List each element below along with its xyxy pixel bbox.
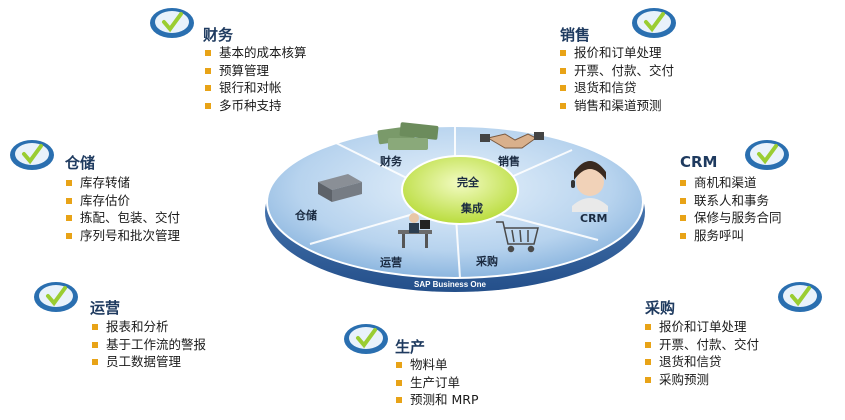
list-item: 开票、付款、交付 bbox=[645, 336, 759, 354]
center-line1: 完全 bbox=[457, 175, 480, 189]
list-item: 序列号和批次管理 bbox=[66, 227, 180, 245]
warehouse-building-icon bbox=[318, 174, 362, 202]
segment-label-purchasing: 采购 bbox=[475, 254, 498, 268]
list-item: 退货和信贷 bbox=[560, 79, 674, 97]
list-item: 联系人和事务 bbox=[680, 192, 782, 210]
list-item: 预测和 MRP bbox=[396, 391, 478, 409]
center-line2: 集成 bbox=[460, 201, 483, 215]
check-badge-icon bbox=[10, 140, 54, 170]
list-item: 报价和订单处理 bbox=[645, 318, 759, 336]
list-item: 银行和对帐 bbox=[205, 79, 307, 97]
list-item: 销售和渠道预测 bbox=[560, 97, 674, 115]
segment-label-operations: 运营 bbox=[380, 255, 402, 269]
shopping-cart-icon bbox=[496, 221, 539, 253]
list-item: 生产订单 bbox=[396, 374, 478, 392]
module-feature-list: 商机和渠道 联系人和事务 保修与服务合同 服务呼叫 bbox=[680, 174, 782, 244]
list-item: 基于工作流的警报 bbox=[92, 336, 206, 354]
list-item: 库存估价 bbox=[66, 192, 180, 210]
check-badge-icon bbox=[745, 140, 789, 170]
check-badge-icon bbox=[632, 8, 676, 38]
module-title: 财务 bbox=[203, 26, 234, 44]
module-feature-list: 库存转储 库存估价 拣配、包装、交付 序列号和批次管理 bbox=[66, 174, 180, 244]
list-item: 库存转储 bbox=[66, 174, 180, 192]
module-title: 仓储 bbox=[65, 154, 96, 172]
check-badge-icon bbox=[778, 282, 822, 312]
list-item: 基本的成本核算 bbox=[205, 44, 307, 62]
list-item: 保修与服务合同 bbox=[680, 209, 782, 227]
module-feature-list: 报价和订单处理 开票、付款、交付 退货和信贷 销售和渠道预测 bbox=[560, 44, 674, 114]
center-hub bbox=[401, 155, 519, 225]
module-title: 销售 bbox=[560, 26, 591, 44]
money-stack-icon bbox=[377, 122, 439, 150]
headset-agent-icon bbox=[571, 161, 608, 212]
module-feature-list: 物料单 生产订单 预测和 MRP bbox=[396, 356, 478, 409]
list-item: 商机和渠道 bbox=[680, 174, 782, 192]
segment-label-sales: 销售 bbox=[498, 154, 520, 168]
list-item: 报表和分析 bbox=[92, 318, 206, 336]
module-feature-list: 报表和分析 基于工作流的警报 员工数据管理 bbox=[92, 318, 206, 371]
list-item: 员工数据管理 bbox=[92, 353, 206, 371]
segment-label-finance: 财务 bbox=[379, 154, 403, 168]
segment-label-crm: CRM bbox=[580, 212, 608, 225]
module-feature-list: 报价和订单处理 开票、付款、交付 退货和信贷 采购预测 bbox=[645, 318, 759, 388]
ring-text: SAP Business One bbox=[414, 280, 486, 289]
list-item: 采购预测 bbox=[645, 371, 759, 389]
module-title: 采购 bbox=[645, 299, 676, 317]
list-item: 报价和订单处理 bbox=[560, 44, 674, 62]
module-title: 生产 bbox=[395, 338, 426, 356]
list-item: 物料单 bbox=[396, 356, 478, 374]
segment-label-warehouse: 仓储 bbox=[294, 208, 317, 222]
module-title: 运营 bbox=[90, 299, 121, 317]
list-item: 拣配、包装、交付 bbox=[66, 209, 180, 227]
list-item: 服务呼叫 bbox=[680, 227, 782, 245]
handshake-icon bbox=[480, 132, 544, 149]
check-badge-icon bbox=[150, 8, 194, 38]
check-badge-icon bbox=[34, 282, 78, 312]
list-item: 多币种支持 bbox=[205, 97, 307, 115]
module-title: CRM bbox=[680, 153, 718, 171]
module-feature-list: 基本的成本核算 预算管理 银行和对帐 多币种支持 bbox=[205, 44, 307, 114]
office-worker-icon bbox=[398, 213, 432, 248]
list-item: 预算管理 bbox=[205, 62, 307, 80]
check-badge-icon bbox=[344, 324, 388, 354]
list-item: 退货和信贷 bbox=[645, 353, 759, 371]
list-item: 开票、付款、交付 bbox=[560, 62, 674, 80]
